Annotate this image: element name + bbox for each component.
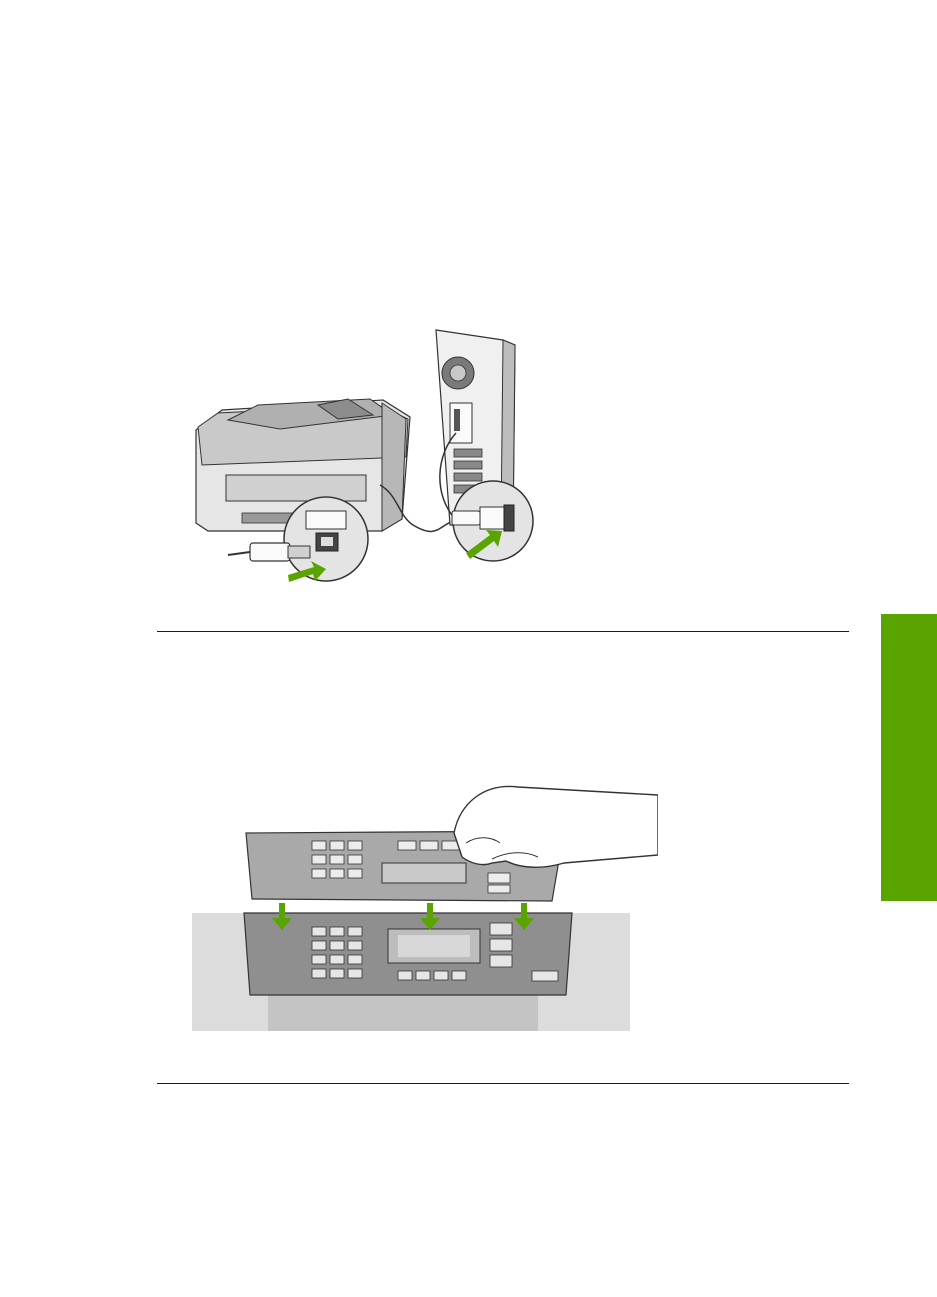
usb-connection-illustration xyxy=(188,325,548,587)
usb-connection-drawing xyxy=(188,325,548,587)
faceplate-attach-illustration xyxy=(192,773,658,1031)
faceplate-attach-drawing xyxy=(192,773,658,1031)
section-divider-1 xyxy=(157,631,849,632)
chapter-thumb-tab xyxy=(881,614,937,901)
section-divider-2 xyxy=(157,1083,849,1084)
